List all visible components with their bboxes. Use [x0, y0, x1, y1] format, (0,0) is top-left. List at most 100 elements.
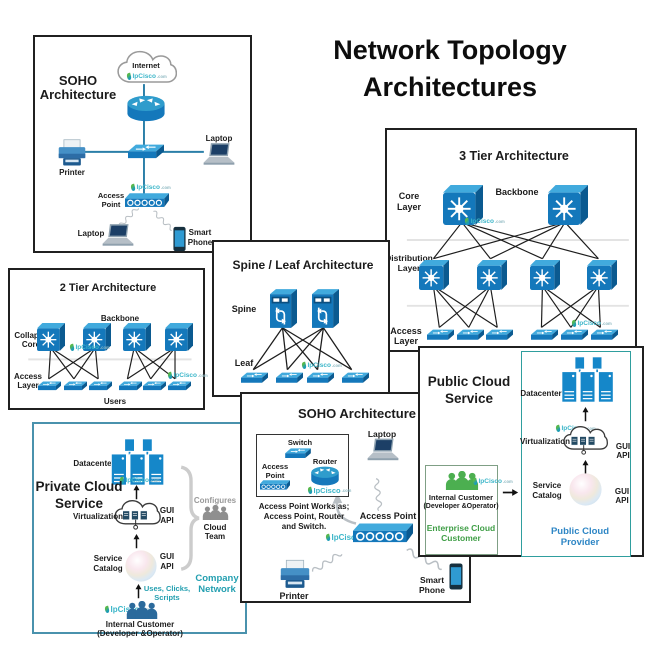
ipcisco-watermark: IpCisco.com	[472, 477, 513, 486]
service-catalog-sphere-icon	[125, 550, 157, 582]
collapse-core-label: Collapse	[14, 331, 48, 340]
leaf-switch-icon	[276, 372, 303, 385]
ipcisco-leaf-icon	[307, 486, 313, 495]
access-switch-icon	[119, 381, 142, 392]
access-point-label: Point	[101, 200, 121, 209]
leaf-switch-icon	[307, 372, 334, 385]
service-catalog-label: Catalog	[532, 491, 562, 500]
distribution-switch-icon	[530, 260, 560, 290]
smartphone-label: Smart	[419, 575, 445, 585]
switch-icon	[285, 448, 311, 460]
access-point-label: Access Point	[359, 511, 417, 521]
core-layer-label: Core	[398, 191, 420, 201]
smartphone-label: Phone	[419, 585, 445, 595]
switch-icon	[128, 144, 164, 161]
users-label: Users	[103, 397, 127, 406]
core-layer-label: Layer	[396, 202, 422, 212]
enterprise-cloud-customer-label: Customer	[441, 533, 481, 543]
page-title-line1: Network Topology	[333, 35, 567, 65]
internal-customer-label: Internal Customer	[428, 493, 494, 502]
panel-title: Public Cloud	[427, 374, 511, 389]
gui-api-label: API	[615, 496, 629, 505]
panel-2-tier-architecture: 2 Tier Architecture Backbone Collapse Co…	[8, 268, 208, 410]
laptop-label: Laptop	[205, 134, 233, 143]
switch-label: Switch	[287, 438, 313, 447]
company-network-label: Company	[195, 573, 239, 584]
panel-title: Spine / Leaf Architecture	[232, 258, 374, 272]
cloud-team-label: Cloud	[203, 523, 227, 532]
access-switch-icon	[531, 329, 558, 342]
configures-label: Configures	[193, 496, 237, 505]
core-switch-icon	[548, 185, 588, 225]
page-title: Network Topology Architectures	[282, 32, 618, 106]
access-switch-icon	[143, 381, 166, 392]
datacenter-label: Datacenter	[520, 389, 562, 398]
printer-label: Printer	[279, 591, 309, 601]
smartphone-label: Smart	[188, 228, 212, 237]
up-arrow-icon	[581, 407, 590, 422]
laptop-icon	[101, 224, 135, 247]
ipcisco-watermark: IpCisco.com	[130, 183, 171, 192]
developer-operator-label: (Developer &Operator)	[423, 503, 499, 510]
internet-label: Internet	[132, 61, 160, 70]
ipcisco-leaf-icon	[325, 533, 331, 542]
laptop-label: Laptop	[77, 229, 105, 238]
access-switch-icon	[561, 329, 588, 342]
service-catalog-sphere-icon	[569, 473, 602, 506]
ipcisco-leaf-icon	[555, 424, 561, 433]
ipcisco-leaf-icon	[69, 343, 75, 352]
service-catalog-label: Catalog	[93, 564, 123, 573]
datacenter-label: Datacenter	[73, 459, 115, 468]
access-switch-icon	[486, 329, 513, 342]
ipcisco-watermark: IpCisco.com	[571, 319, 612, 328]
core-switch-icon	[123, 323, 151, 351]
backbone-label: Backbone	[495, 187, 539, 197]
smartphone-icon	[173, 226, 186, 252]
up-arrow-icon	[132, 534, 141, 549]
virtualization-label: Virtualization	[519, 437, 571, 446]
ipcisco-watermark: IpCisco.com	[69, 343, 110, 352]
panel-title: Architecture	[39, 87, 117, 102]
distribution-switch-icon	[587, 260, 617, 290]
leaf-label: Leaf	[234, 358, 254, 368]
ipcisco-watermark: IpCisco.com	[464, 217, 505, 226]
ipcisco-leaf-icon	[167, 371, 173, 380]
ipcisco-watermark: IpCisco.com	[119, 476, 160, 485]
printer-icon	[58, 139, 86, 167]
router-icon	[311, 466, 339, 486]
ipcisco-watermark: IpCisco.com	[126, 72, 167, 81]
gui-api-label: API	[616, 451, 630, 460]
backbone-label: Backbone	[100, 314, 140, 323]
access-switch-icon	[38, 381, 61, 392]
access-switch-icon	[591, 329, 618, 342]
laptop-icon	[202, 143, 236, 166]
core-switch-icon	[37, 323, 65, 351]
distribution-layer-label: Distribution	[385, 253, 433, 263]
spine-switch-icon	[270, 288, 297, 329]
ipcisco-leaf-icon	[126, 72, 132, 81]
ipcisco-leaf-icon	[104, 605, 110, 614]
panel-title: Service	[54, 496, 104, 511]
service-catalog-label: Service	[532, 481, 562, 490]
gui-api-label: API	[160, 562, 174, 571]
gui-api-label: GUI	[614, 487, 630, 496]
ipcisco-watermark: IpCisco.com	[307, 486, 351, 495]
ipcisco-leaf-icon	[571, 319, 577, 328]
ipcisco-leaf-icon	[464, 217, 470, 226]
panel-title: SOHO	[58, 73, 98, 88]
up-arrow-icon	[134, 584, 143, 599]
panel-title: Private Cloud	[35, 479, 123, 494]
wireless-signal-icon	[372, 478, 384, 513]
panel-public-cloud-service: Public Cloud Service IpCisco.com Interna…	[418, 346, 644, 557]
distribution-switch-icon	[419, 260, 449, 290]
gui-api-label: GUI	[159, 506, 175, 515]
panel-soho-architecture-top: SOHO Architecture Internet IpCisco.com P…	[33, 35, 252, 253]
public-cloud-provider-label: Public Cloud	[550, 526, 610, 537]
service-catalog-label: Service	[93, 554, 123, 563]
panel-title: Service	[444, 391, 494, 406]
access-point-icon	[260, 480, 290, 491]
panel-title: 2 Tier Architecture	[59, 282, 157, 294]
ipcisco-watermark: IpCisco.com	[301, 361, 342, 370]
public-cloud-provider-label: Provider	[560, 537, 600, 548]
